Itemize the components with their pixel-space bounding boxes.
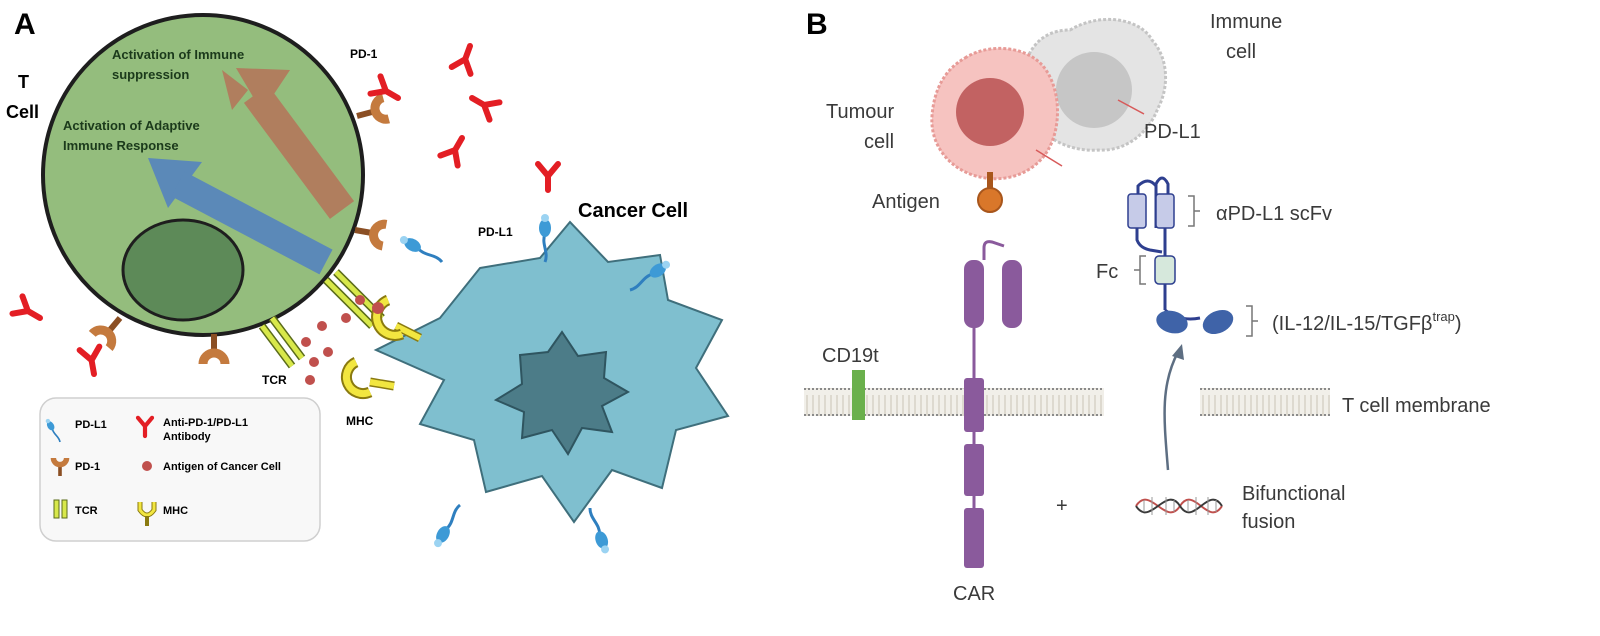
legend-antibody-label-line1: Anti-PD-1/PD-L1 (163, 417, 248, 429)
panel-a: A Activation of Immune suppression Activ… (6, 8, 730, 557)
panel-b-letter: B (806, 8, 828, 41)
antibody-2 (467, 89, 500, 119)
cytokine-domain-2 (1202, 309, 1234, 335)
pdl1-receptor-bottom-right (582, 504, 614, 557)
antibody-5 (538, 164, 558, 190)
legend-pd1-label: PD-1 (75, 461, 100, 473)
antibody-1 (452, 43, 480, 74)
immune-cell-label-line1: Immune (1210, 11, 1282, 33)
tumour-pointer (1035, 149, 1063, 167)
legend: PD-L1 PD-1 TCR Anti-PD-1/PD-L1 Antibody … (39, 397, 321, 542)
scfv-domain-2 (1155, 193, 1175, 229)
cytokine-label: (IL-12/IL-15/TGFβtrap) (1272, 309, 1462, 335)
adaptive-label-line2: Immune Response (63, 138, 179, 153)
suppression-arrow (222, 68, 355, 219)
tumour-cell-nucleus (956, 78, 1024, 146)
fc-label: Fc (1096, 261, 1118, 283)
t-cell-label-line1: T (18, 72, 29, 92)
legend-pdl1-label: PD-L1 (75, 419, 107, 431)
pdl1-pointer (1117, 99, 1145, 115)
expression-arrow (1163, 344, 1184, 471)
adaptive-label-line1: Activation of Adaptive (63, 118, 200, 133)
mhc-label: MHC (346, 414, 374, 428)
legend-mhc-label: MHC (163, 505, 188, 517)
immune-cell-nucleus (1056, 52, 1132, 128)
adaptive-arrow (148, 158, 333, 275)
antigen-particles (301, 295, 384, 385)
antigen-b-label: Antigen (872, 191, 940, 213)
dna-helix-icon (1135, 497, 1223, 515)
tumour-cell-label-line1: Tumour (826, 101, 895, 123)
cytokine-label-main: (IL-12/IL-15/TGFβ (1272, 313, 1432, 335)
tcr-label: TCR (262, 373, 287, 387)
fc-domain (1154, 255, 1176, 285)
panel-b: B Immune cell PD-L1 Tumour cell Antigen … (804, 8, 1491, 605)
cancer-nucleus (493, 330, 631, 456)
legend-mhc-icon (137, 502, 157, 526)
pd1-receptor-bottom-left (92, 311, 128, 348)
pd1-receptor-right-top (354, 98, 389, 127)
mhc-molecule-2 (340, 357, 395, 400)
suppression-label-line2: suppression (112, 67, 189, 82)
pd1-receptor-bottom (203, 334, 225, 364)
scfv-domain-1 (1127, 193, 1147, 229)
antibody-6 (12, 296, 45, 326)
cancer-cell-label: Cancer Cell (578, 200, 688, 222)
car-receptor (964, 240, 1022, 568)
legend-antigen-label: Antigen of Cancer Cell (163, 461, 281, 473)
legend-tcr-label: TCR (75, 505, 98, 517)
legend-tcr-icon (53, 499, 68, 519)
suppression-label-line1: Activation of Immune (112, 47, 244, 62)
tumour-cell-label-line2: cell (864, 131, 894, 153)
legend-antibody-label-line2: Antibody (163, 431, 212, 443)
fc-bracket (1134, 255, 1146, 285)
pd1-receptor-right-mid (353, 219, 386, 246)
t-cell-membrane (804, 388, 1330, 416)
bifunctional-fusion-protein (1127, 176, 1234, 335)
car-label: CAR (953, 583, 995, 605)
plus-sign: + (1056, 495, 1068, 517)
immune-cell-label-line2: cell (1226, 41, 1256, 63)
pdl1-label: PD-L1 (478, 225, 513, 239)
panel-a-letter: A (14, 8, 36, 41)
cd19t-label: CD19t (822, 345, 879, 367)
cytokine-label-end: ) (1455, 313, 1462, 335)
t-cell-nucleus (121, 218, 245, 322)
cytokine-domain-1 (1156, 310, 1188, 334)
t-cell-label-line2: Cell (6, 102, 39, 122)
cytokine-label-sup: trap (1432, 309, 1454, 324)
legend-antigen-icon (142, 461, 152, 471)
scfv-bracket (1188, 195, 1200, 227)
fusion-label-line1: Bifunctional (1242, 483, 1345, 505)
cd19t-protein (852, 370, 865, 420)
fusion-label-line2: fusion (1242, 511, 1295, 533)
pdl1-receptor-left (395, 231, 447, 269)
pd1-label: PD-1 (350, 47, 378, 61)
cytokine-bracket (1246, 305, 1258, 337)
pdl1-b-label: PD-L1 (1144, 121, 1201, 143)
antibody-7 (80, 347, 104, 376)
antigen-molecule (977, 172, 1003, 213)
membrane-label: T cell membrane (1342, 395, 1491, 417)
pdl1-receptor-bottom-left (429, 500, 467, 552)
antibody-3 (440, 133, 470, 166)
tcr-receptor-2 (258, 315, 306, 369)
scfv-label: αPD-L1 scFv (1216, 203, 1332, 225)
